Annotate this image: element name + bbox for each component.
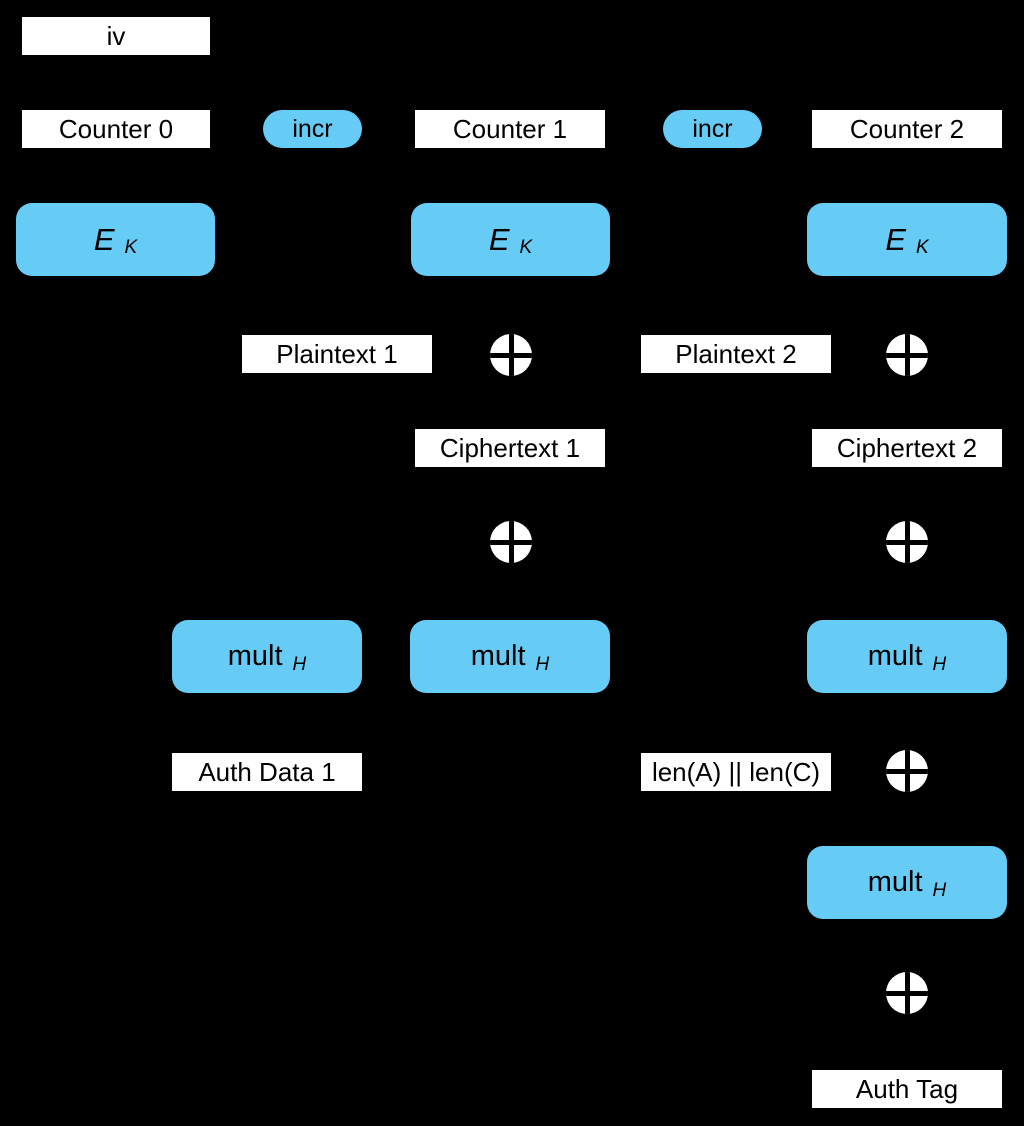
xor-icon <box>886 750 928 792</box>
counter0-box: Counter 0 <box>22 110 210 148</box>
ek3-subscript: K <box>916 237 929 258</box>
ek2-label: E <box>488 222 510 257</box>
incr2-box: incr <box>663 110 762 148</box>
ek2-subscript: K <box>519 237 533 258</box>
auth-tag-box: Auth Tag <box>812 1070 1002 1108</box>
plaintext2-box: Plaintext 2 <box>641 335 831 373</box>
mult3-subscript: H <box>932 654 947 675</box>
ek1-label: E <box>93 222 115 257</box>
counter2-box: Counter 2 <box>812 110 1002 148</box>
xor-icon <box>490 334 532 376</box>
mult-h3-box: mult H <box>807 620 1007 693</box>
xor-icon <box>886 972 928 1014</box>
auth-data1-box: Auth Data 1 <box>172 753 362 791</box>
plaintext1-box: Plaintext 1 <box>242 335 432 373</box>
incr1-box: incr <box>263 110 362 148</box>
mult4-label: mult <box>867 866 923 898</box>
mult1-subscript: H <box>292 654 307 675</box>
ek1-subscript: K <box>124 237 138 258</box>
iv-box: iv <box>22 17 210 55</box>
ciphertext1-box: Ciphertext 1 <box>415 429 605 467</box>
mult1-label: mult <box>227 640 283 672</box>
xor-icon <box>886 334 928 376</box>
mult4-subscript: H <box>932 880 947 901</box>
ciphertext2-box: Ciphertext 2 <box>812 429 1002 467</box>
len-concat-box: len(A) || len(C) <box>641 753 831 791</box>
mult-h2-box: mult H <box>410 620 610 693</box>
mult2-label: mult <box>470 640 526 672</box>
mult-h4-box: mult H <box>807 846 1007 919</box>
mult-h1-box: mult H <box>172 620 362 693</box>
ek3-label: E <box>885 222 906 257</box>
mult3-label: mult <box>867 640 923 672</box>
counter1-box: Counter 1 <box>415 110 605 148</box>
xor-icon <box>886 521 928 563</box>
mult2-subscript: H <box>535 654 550 675</box>
xor-icon <box>490 521 532 563</box>
